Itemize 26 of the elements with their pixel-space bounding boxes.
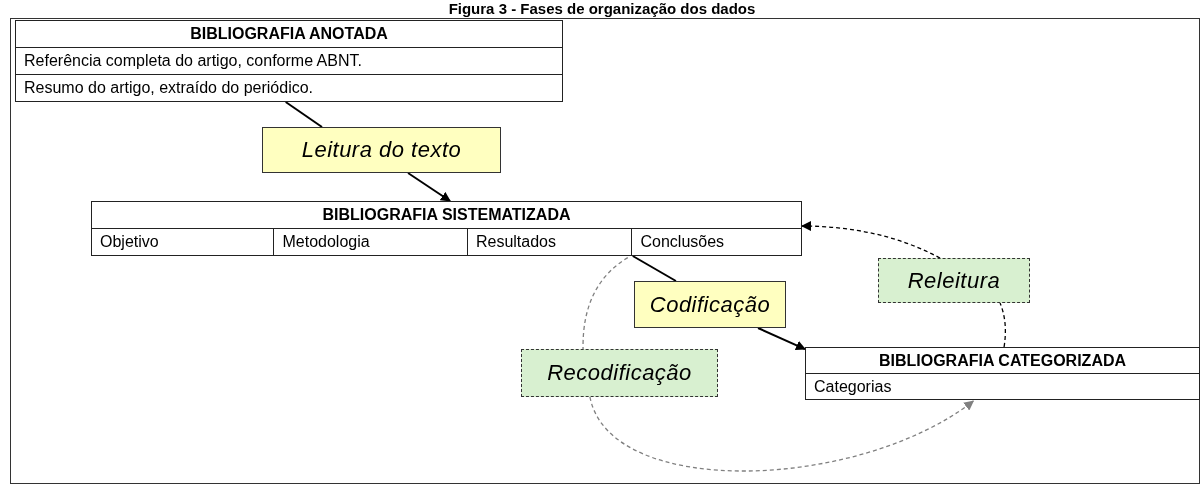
table-cell-text: Resumo do artigo, extraído do periódico. (23, 78, 315, 98)
figure-title: Figura 3 - Fases de organização dos dados (447, 0, 757, 17)
process-step-label: Codificação (634, 281, 786, 328)
table-heading: BIBLIOGRAFIA CATEGORIZADA (877, 350, 1128, 371)
table-box (91, 201, 802, 256)
arrow (757, 327, 806, 351)
table-cell: Resultados (466, 229, 632, 255)
table-cell-text: Categorias (813, 376, 893, 397)
connector-line (284, 101, 323, 128)
arrow (589, 396, 975, 472)
arrow (801, 221, 941, 259)
arrow (407, 172, 452, 202)
table-cell: Conclusões (631, 229, 801, 255)
connector-line (582, 257, 629, 350)
table-box (15, 20, 563, 102)
table-cell: Metodologia (273, 229, 467, 255)
revision-step-label: Recodificação (521, 349, 718, 397)
revision-step-label: Releitura (878, 258, 1030, 303)
connector-line (999, 302, 1007, 348)
table-box (805, 347, 1200, 400)
process-step-label: Leitura do texto (262, 127, 501, 173)
table-heading: BIBLIOGRAFIA ANOTADA (189, 24, 389, 44)
connector-line (631, 255, 677, 282)
table-cell-text: Objetivo (99, 232, 160, 252)
table-heading: BIBLIOGRAFIA SISTEMATIZADA (321, 205, 572, 225)
table-cell-text: Referência completa do artigo, conforme ABNT. (23, 51, 363, 71)
